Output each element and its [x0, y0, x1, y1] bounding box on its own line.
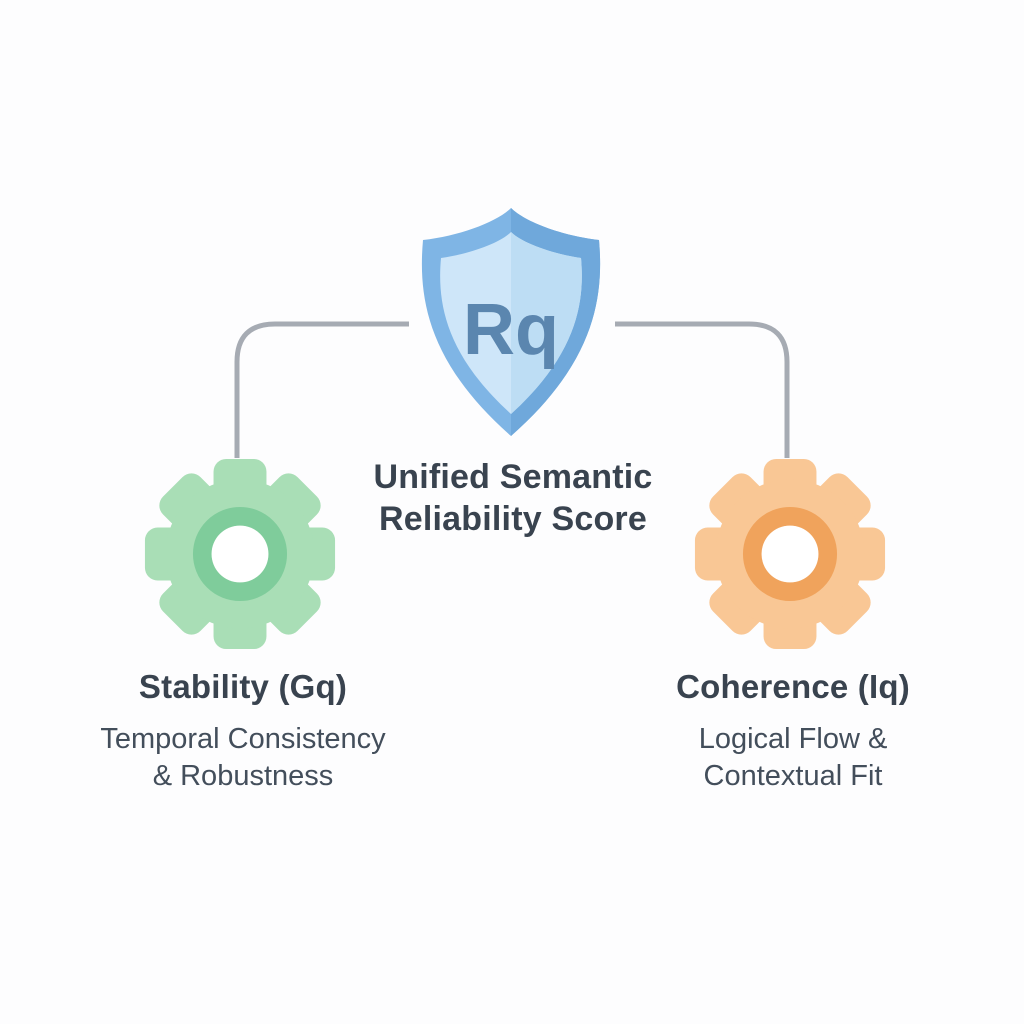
gear-center-hole [211, 525, 269, 583]
coherence-subtitle: Logical Flow & Contextual Fit [603, 721, 983, 795]
stability-node [142, 456, 338, 652]
shield-icon: Rq [421, 208, 601, 436]
stability-heading: Stability (Gq) [138, 668, 348, 705]
root-symbol: Rq [463, 290, 559, 370]
coherence-subtitle-line2: Contextual Fit [703, 760, 883, 792]
connector-left [234, 321, 409, 458]
stability-subtitle: Temporal Consistency & Robustness [53, 721, 433, 795]
gear-ring [192, 506, 288, 602]
coherence-node [692, 456, 888, 652]
gear-icon [144, 458, 336, 650]
gear-icon [694, 458, 886, 650]
stability-subtitle-line1: Temporal Consistency [100, 723, 386, 755]
root-title-line2: Reliability Score [379, 500, 647, 538]
coherence-subtitle-line1: Logical Flow & [698, 723, 888, 755]
root-title: Unified Semantic Reliability Score [363, 456, 663, 540]
stability-subtitle-line2: & Robustness [152, 760, 334, 792]
root-title-line1: Unified Semantic [373, 458, 653, 496]
coherence-label: Coherence (Iq) Logical Flow & Contextual… [603, 667, 983, 795]
connector-right [615, 321, 790, 458]
gear-center-hole [761, 525, 819, 583]
root-node: Rq [400, 202, 622, 442]
coherence-heading: Coherence (Iq) [676, 668, 910, 705]
stability-label: Stability (Gq) Temporal Consistency & Ro… [53, 667, 433, 795]
gear-ring [742, 506, 838, 602]
